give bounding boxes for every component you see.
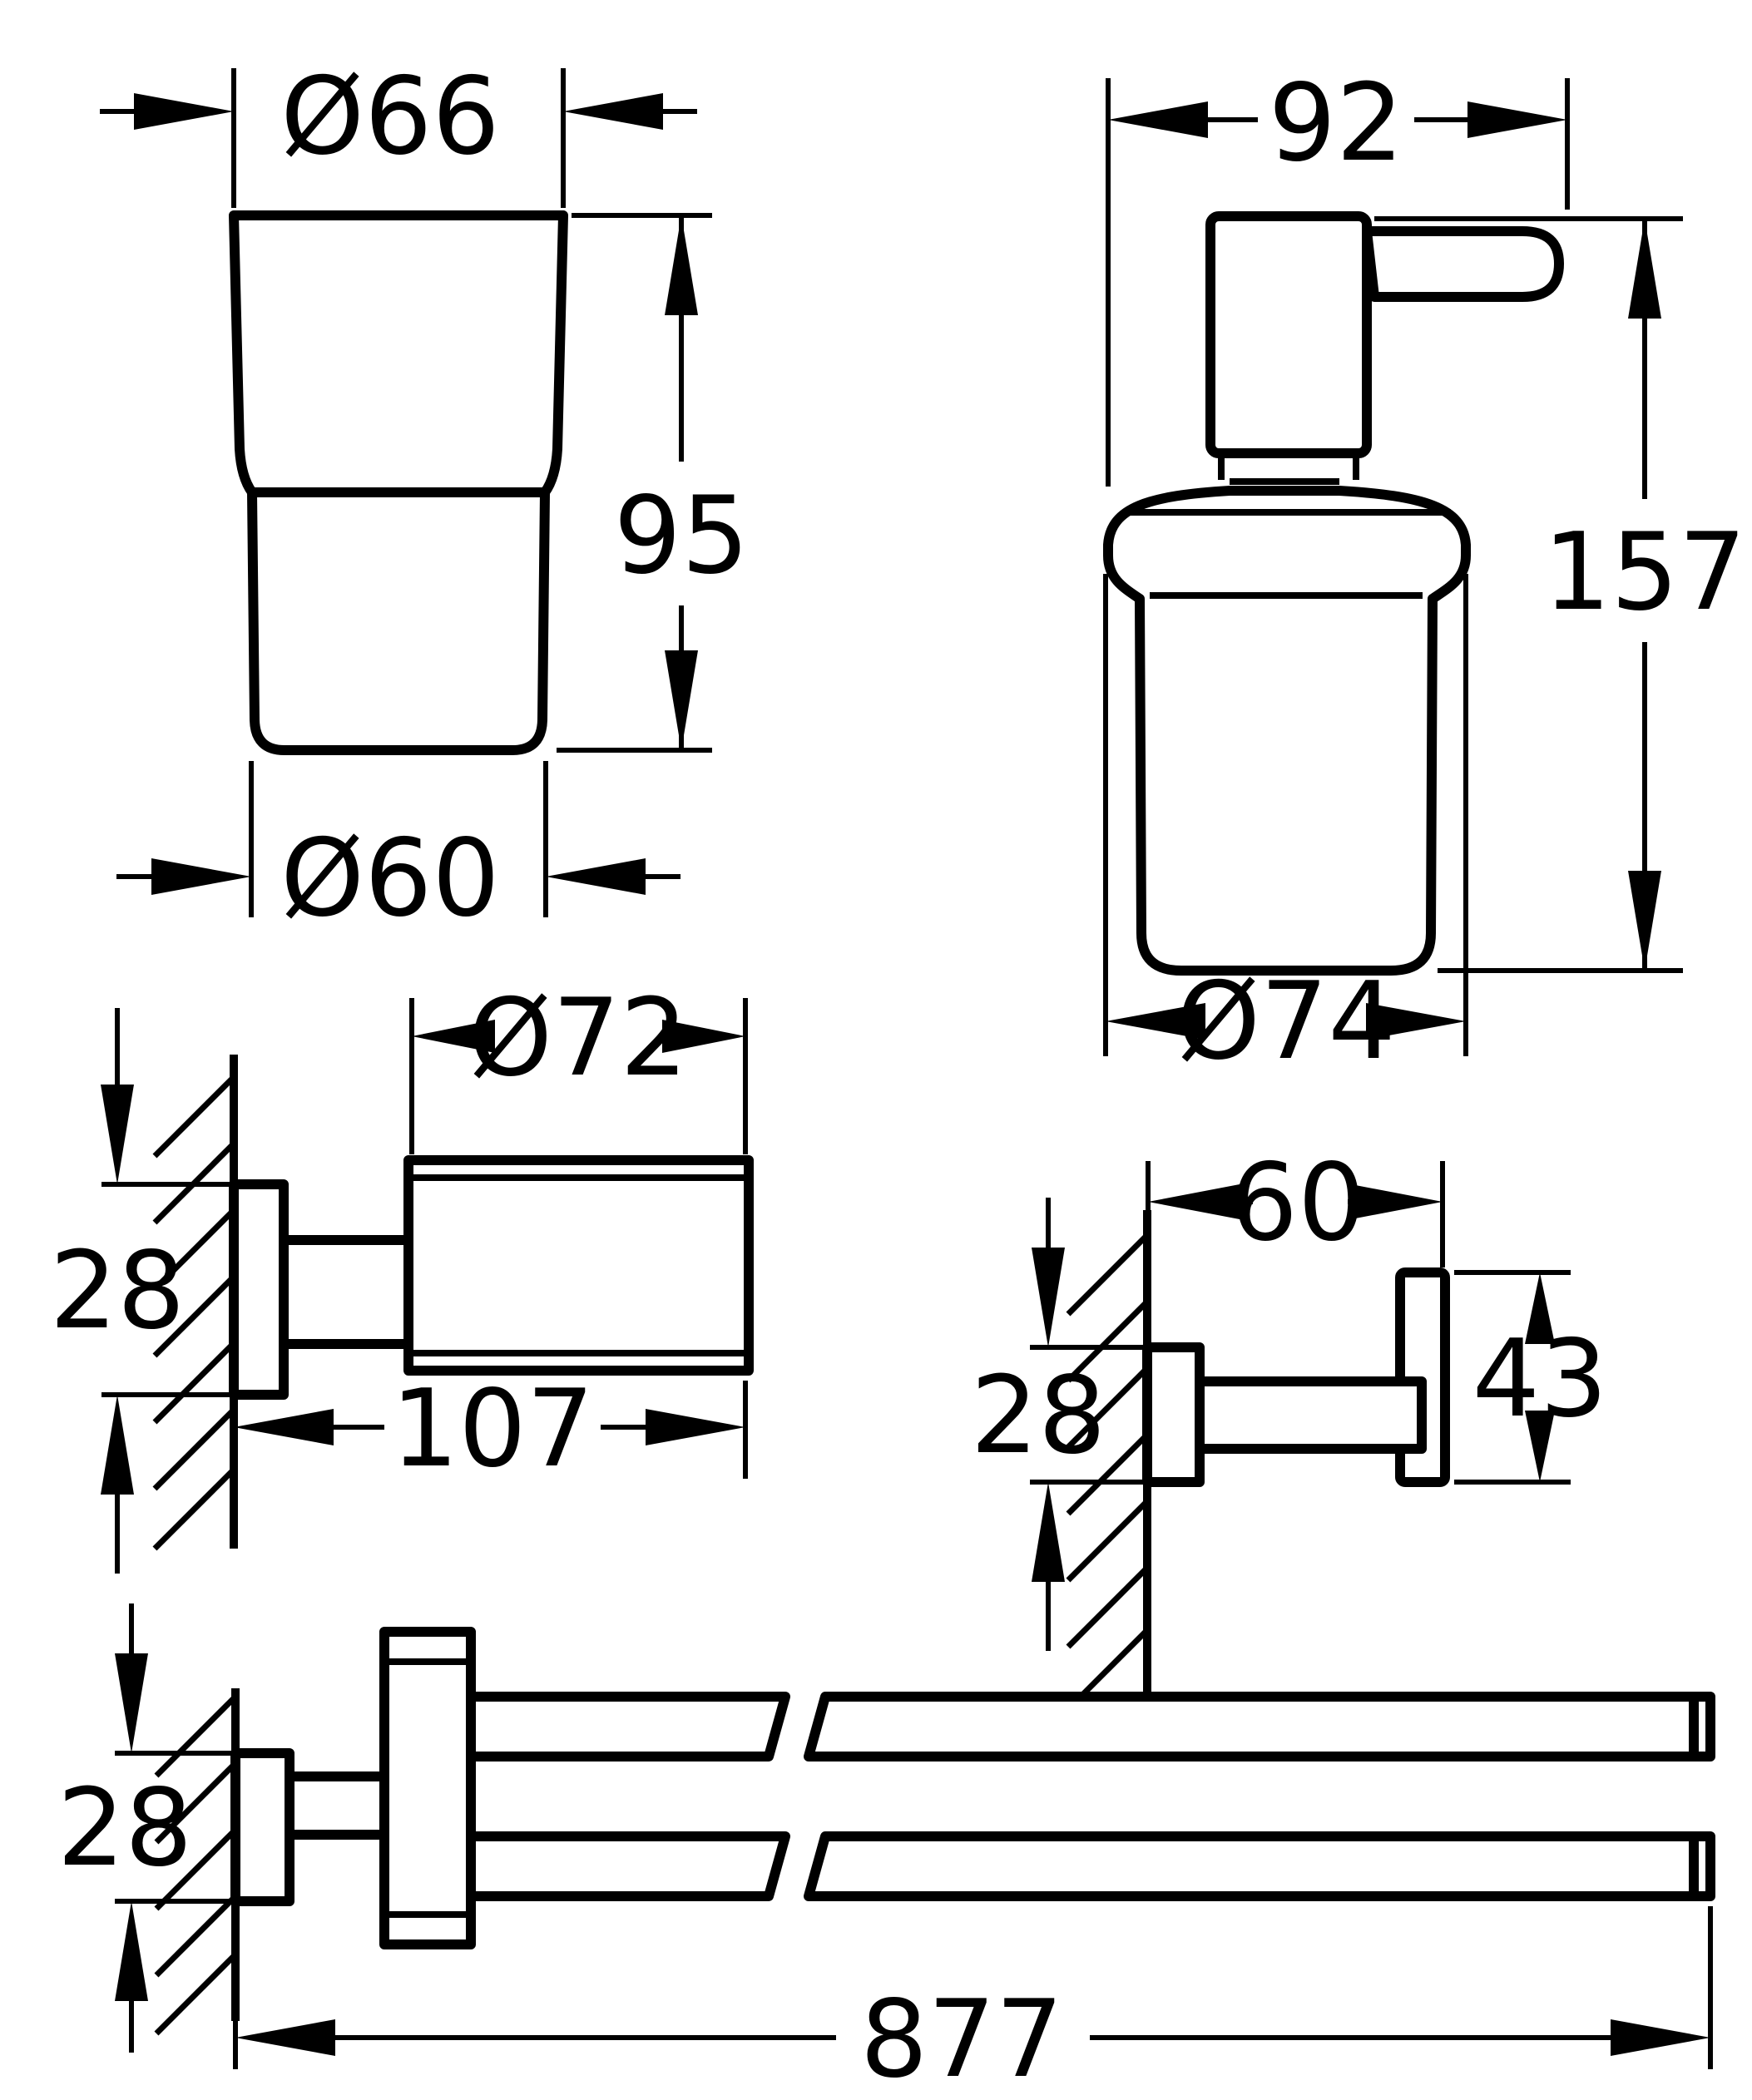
hook-wall-plate — [1142, 1342, 1205, 1487]
arrowhead-right-icon — [662, 1020, 745, 1053]
towel-bar-upper-right — [804, 1692, 1699, 1762]
dim-label-tumbler-top-diameter: Ø66 — [280, 55, 500, 179]
towel-bar-lower-end-cap — [1689, 1831, 1715, 1901]
dim-label-holder-ring-diameter: Ø72 — [468, 976, 688, 1100]
dim-label-tumbler-height: 95 — [614, 474, 750, 598]
holder-arm — [270, 1235, 421, 1349]
arrowhead-left-icon — [1148, 1184, 1240, 1219]
dispenser-spout — [1362, 226, 1564, 302]
arrowhead-left-icon — [412, 1020, 495, 1053]
arrowhead-right-icon — [151, 858, 251, 895]
arrowhead-down-icon — [665, 650, 698, 750]
dim-label-hook-plate-height: 28 — [971, 1354, 1106, 1478]
arrowhead-up-icon — [1525, 1272, 1555, 1344]
arrowhead-right-icon — [1467, 101, 1567, 138]
arrowhead-left-icon — [563, 93, 663, 130]
towel-bar-lower-left — [428, 1831, 790, 1901]
arrowhead-down-icon — [101, 1085, 134, 1184]
arrowhead-down-icon — [1032, 1248, 1065, 1347]
towel-bar-lower-right — [804, 1831, 1699, 1901]
dim-label-hook-height: 43 — [1472, 1317, 1608, 1441]
arrowhead-left-icon — [234, 1409, 334, 1445]
dim-label-dispenser-width: 92 — [1269, 62, 1404, 185]
robe-hook-view: 60 43 28 — [971, 1141, 1608, 1712]
arrowhead-right-icon — [1611, 2019, 1710, 2056]
towel-bar-upper-end-cap — [1689, 1692, 1715, 1762]
arrowhead-left-icon — [235, 2019, 335, 2056]
tumbler-lower-body — [247, 487, 550, 755]
arrowhead-left-icon — [1108, 101, 1208, 138]
arrowhead-up-icon — [1628, 219, 1661, 319]
tumbler-upper-body — [229, 210, 568, 497]
hook-bar — [1185, 1376, 1427, 1454]
dim-label-towel-bar-length: 877 — [860, 1978, 1063, 2100]
dispenser-bottle — [1103, 486, 1471, 976]
arrowhead-left-icon — [1106, 1003, 1205, 1040]
dim-label-holder-projection: 107 — [391, 1367, 594, 1491]
arrowhead-left-icon — [546, 858, 646, 895]
dispenser-pump-head — [1205, 211, 1372, 458]
holder-wall-plate — [229, 1179, 289, 1400]
arrowhead-up-icon — [665, 215, 698, 315]
glass-holder-view: Ø72 28 107 — [50, 976, 754, 1574]
arrowhead-up-icon — [101, 1395, 134, 1495]
soap-dispenser-view: 92 157 Ø74 — [1103, 62, 1746, 1084]
dim-label-tumbler-bottom-diameter: Ø60 — [280, 817, 500, 941]
dim-label-dispenser-diameter: Ø74 — [1176, 960, 1396, 1084]
arrowhead-right-icon — [646, 1409, 745, 1445]
arrowhead-down-icon — [1628, 871, 1661, 971]
arrowhead-down-icon — [115, 1653, 148, 1753]
towel-bar-pivot-post — [379, 1627, 476, 1949]
arrowhead-right-icon — [1351, 1184, 1443, 1219]
arrowhead-up-icon — [115, 1901, 148, 2001]
wall-hatching — [154, 1694, 238, 2036]
arrowhead-right-icon — [134, 93, 234, 130]
tumbler-view: Ø66 95 Ø60 — [100, 55, 749, 941]
dim-label-towel-bar-plate-height: 28 — [57, 1766, 193, 1890]
arrowhead-right-icon — [1366, 1003, 1466, 1040]
dim-label-dispenser-height: 157 — [1543, 511, 1746, 635]
holder-ring-cylinder — [403, 1155, 754, 1376]
arrowhead-down-icon — [1525, 1411, 1555, 1482]
towel-bar-wall-plate — [230, 1748, 294, 1906]
dim-label-holder-plate-height: 28 — [50, 1229, 186, 1353]
arrowhead-up-icon — [1032, 1482, 1065, 1582]
towel-bar-arm — [278, 1771, 396, 1840]
double-towel-bar-view: 28 877 — [57, 1603, 1715, 2100]
towel-bar-upper-left — [428, 1692, 790, 1762]
dim-label-hook-projection: 60 — [1230, 1141, 1366, 1265]
